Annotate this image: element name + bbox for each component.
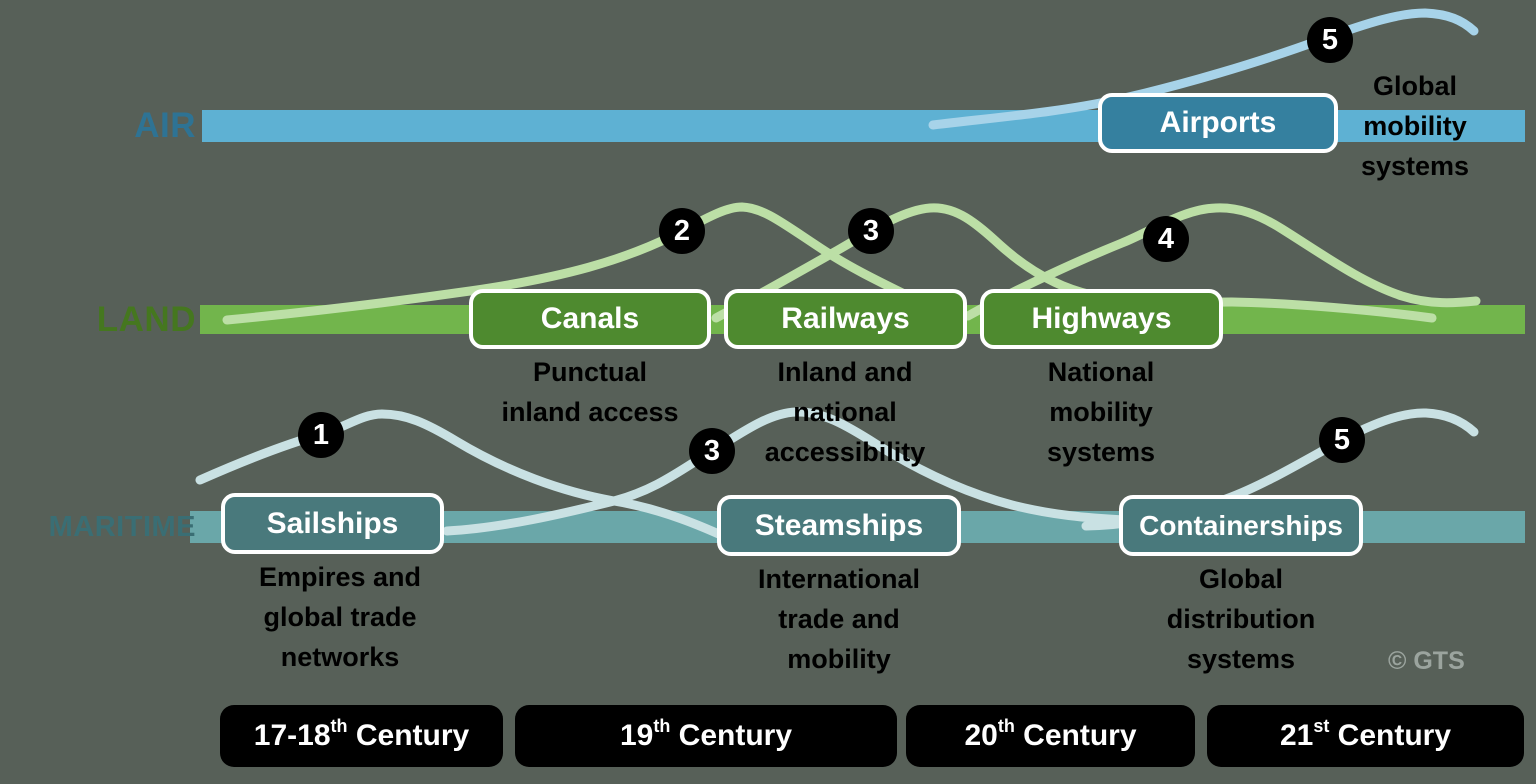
sailships-description-line: Empires and: [258, 562, 422, 592]
wave-badge-number: 3: [862, 214, 880, 247]
wave-badge-number: 2: [673, 214, 691, 247]
airports-description-line: mobility: [1363, 111, 1467, 141]
highways-description-line: mobility: [1049, 397, 1153, 427]
land-band-label: LAND: [96, 300, 196, 339]
highways-description: National mobility systems: [971, 352, 1231, 472]
highways-wave-curve: [963, 203, 1481, 321]
airports-description-line: Global: [1372, 71, 1457, 101]
railways-description-line: Inland and: [777, 357, 913, 387]
sailships-description-line: global trade: [263, 602, 417, 632]
railways-box-label: Railways: [781, 302, 910, 335]
maritime-band-label: MARITIME: [48, 511, 196, 543]
steamships-description-line: mobility: [787, 644, 891, 674]
airports-description-line: systems: [1360, 151, 1470, 181]
wave-badge-3-railways: 3: [848, 208, 894, 254]
airports-box: Airports: [1098, 93, 1338, 153]
containerships-description-line: Global: [1198, 564, 1283, 594]
canals-description-line: inland access: [501, 397, 679, 427]
wave-badge-5-containerships: 5: [1319, 417, 1365, 463]
sailships-description: Empires and global trade networks: [210, 557, 470, 677]
wave-badge-1-sailships: 1: [298, 412, 344, 458]
century-ordinal-suffix: st: [1313, 715, 1330, 736]
canals-description: Punctual inland access: [460, 352, 720, 432]
century-text: Century: [1329, 719, 1452, 752]
wave-badge-3-steamships: 3: [689, 428, 735, 474]
wave-badge-2-canals: 2: [659, 208, 705, 254]
century-ordinal-suffix: th: [330, 715, 348, 736]
airports-box-label: Airports: [1159, 106, 1277, 139]
highways-description-line: National: [1047, 357, 1155, 387]
canals-box: Canals: [469, 289, 711, 349]
century-text: 19: [619, 719, 654, 752]
containerships-description: Global distribution systems: [1111, 559, 1371, 679]
wave-badge-number: 5: [1333, 423, 1351, 456]
century-text: 21: [1279, 719, 1314, 752]
sailships-description-line: networks: [280, 642, 400, 672]
century-ordinal-suffix: th: [653, 715, 671, 736]
wave-badge-number: 3: [703, 434, 721, 467]
steamships-box: Steamships: [717, 495, 961, 556]
canals-box-label: Canals: [540, 302, 640, 335]
railways-description-line: accessibility: [764, 437, 926, 467]
containerships-box-label: Containerships: [1139, 509, 1343, 541]
century-text: Century: [347, 719, 470, 752]
century-text: Century: [670, 719, 793, 752]
wave-badge-number: 5: [1321, 23, 1339, 56]
sailships-box-label: Sailships: [266, 506, 399, 540]
sailships-box: Sailships: [221, 493, 444, 554]
highways-box: Highways: [980, 289, 1223, 349]
railways-description: Inland and national accessibility: [715, 352, 975, 472]
wave-badge-number: 1: [312, 418, 330, 451]
air-band-label: AIR: [134, 106, 196, 145]
railways-wave-curve: [711, 203, 1437, 323]
wave-badge-4-highways: 4: [1143, 216, 1189, 262]
airports-description: Global mobility systems: [1295, 66, 1535, 186]
wave-badge-5-airports: 5: [1307, 17, 1353, 63]
steamships-description: International trade and mobility: [709, 559, 969, 679]
steamships-description-line: trade and: [778, 604, 900, 634]
steamships-wave-curve: [442, 407, 1129, 536]
containerships-description-line: systems: [1186, 644, 1296, 674]
steamships-box-label: Steamships: [754, 508, 924, 542]
wave-badge-number: 4: [1157, 222, 1175, 255]
gts-watermark: © GTS: [1388, 647, 1465, 675]
railways-box: Railways: [724, 289, 967, 349]
century-text: 20: [964, 719, 998, 752]
century-text: 17-18: [253, 719, 331, 752]
century-text: Century: [1014, 719, 1137, 752]
highways-description-line: systems: [1046, 437, 1156, 467]
railways-description-line: national: [793, 397, 897, 427]
airports-wave-curve: [928, 8, 1479, 130]
canals-description-line: Punctual: [532, 357, 647, 387]
century-ordinal-suffix: th: [997, 715, 1015, 736]
containerships-box: Containerships: [1119, 495, 1363, 556]
containerships-description-line: distribution: [1166, 604, 1316, 634]
highways-box-label: Highways: [1031, 302, 1172, 335]
steamships-description-line: International: [757, 564, 920, 594]
